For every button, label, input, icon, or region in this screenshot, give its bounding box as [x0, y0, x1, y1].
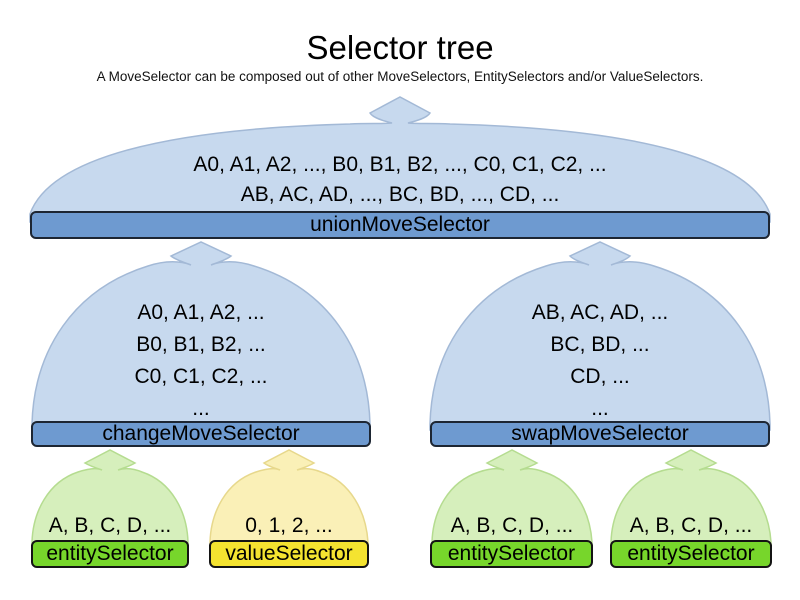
entity-selector-label-3: entitySelector	[627, 542, 755, 565]
value-cloud-shape	[209, 449, 369, 549]
entity-cloud-3-shape	[610, 449, 772, 549]
swap-move-selector-bar: swapMoveSelector	[430, 421, 770, 447]
page-title: Selector tree	[306, 29, 494, 66]
value-selector-bar: valueSelector	[209, 540, 369, 568]
entity-cloud-1-shape	[31, 449, 189, 549]
entity-selector-label-2: entitySelector	[447, 542, 576, 565]
entity-selector-bar-2: entitySelector	[430, 540, 593, 568]
union-move-selector-label: unionMoveSelector	[310, 213, 490, 236]
page-subtitle: A MoveSelector can be composed out of ot…	[96, 69, 704, 84]
change-cloud-shape	[31, 241, 371, 431]
value-selector-label: valueSelector	[225, 542, 353, 565]
swap-cloud-shape	[429, 241, 771, 431]
swap-move-selector-label: swapMoveSelector	[511, 422, 689, 445]
change-move-selector-bar: changeMoveSelector	[31, 421, 371, 447]
change-move-selector-label: changeMoveSelector	[102, 422, 300, 445]
union-cloud-shape	[29, 96, 771, 223]
entity-selector-bar-3: entitySelector	[610, 540, 772, 568]
entity-selector-bar-1: entitySelector	[31, 540, 189, 568]
union-move-selector-bar: unionMoveSelector	[30, 211, 770, 239]
entity-cloud-2-shape	[431, 449, 593, 549]
entity-selector-label-1: entitySelector	[46, 542, 174, 565]
